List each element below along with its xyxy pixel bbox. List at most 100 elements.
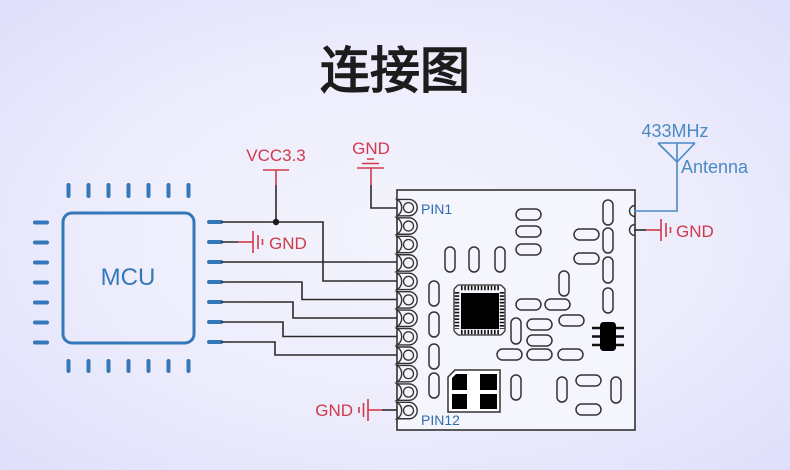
wire-mcu7-to-module9 [221,341,397,356]
passive-component [544,298,571,311]
module-pin-hole [402,201,415,214]
passive-component [444,246,456,273]
mcu-chip: MCU [33,183,223,373]
main-ic [453,284,506,336]
module-pin-hole [402,238,415,251]
ground-symbol-icon [252,231,264,253]
gnd-label: GND [315,401,353,420]
passive-component [558,270,570,297]
passive-component [428,343,440,370]
module-pin-hole [402,331,415,343]
passive-component [496,348,523,361]
passive-component [526,318,553,331]
passive-component [602,287,614,314]
gnd-rf-ground: GND [634,219,714,241]
module-pin-hole [402,220,415,232]
gnd-module-pin1: GND [352,139,397,209]
passive-component [602,199,614,226]
passive-component [510,374,522,401]
ground-symbol-icon [358,399,369,421]
page-title: 连接图 [320,42,470,100]
module-pin [394,346,418,365]
module-pin [394,290,418,309]
module-pin [394,254,418,272]
module-pin-hole [402,349,415,361]
mcu-pins [33,183,223,373]
junction-dot [272,218,280,226]
small-ic-body [600,322,616,351]
passive-component [610,376,622,404]
antenna-net: 433MHz Antenna [634,121,749,212]
passive-component [556,376,568,403]
module-pin-hole [402,386,415,398]
vcc-net: VCC3.3 [246,146,306,226]
module-pin [394,235,418,254]
module-pin [394,401,418,420]
passive-component [573,228,600,241]
passive-component [515,298,542,311]
wire-mcu5-to-module7 [221,301,397,319]
pin1-label: PIN1 [421,201,452,217]
gnd-label: GND [269,234,307,253]
module-pin [394,364,418,383]
pin12-label: PIN12 [421,412,460,428]
passive-component [573,252,600,265]
crystal-pad [452,394,467,409]
module-pin [394,327,418,346]
passive-component [468,246,480,273]
module-pin [394,272,418,291]
module-pin [394,198,418,217]
module-pin [394,217,418,235]
passive-component [515,225,542,238]
wire-mcu6-to-module8 [221,321,397,338]
module-outline [396,189,636,431]
small-ic-pins [592,326,624,347]
passive-component [515,243,542,256]
gnd-wire [370,185,397,209]
rf-pad [628,204,636,218]
crystal-pad [480,374,497,390]
passive-component [494,246,506,273]
module-pin-hole [402,294,415,306]
passive-component [526,348,553,361]
passive-component [428,280,440,307]
passive-component [602,227,614,254]
mcu-label: MCU [101,264,156,291]
rf-ground-pad [628,223,636,237]
module-pin-hole [402,257,415,269]
passive-component [602,256,614,284]
passive-component [558,314,585,327]
gnd-label: GND [352,139,390,158]
passive-component [557,348,584,361]
passive-component [515,208,542,221]
passive-component [428,372,440,399]
module-pin-hole [402,367,415,380]
ground-symbol-icon [660,219,672,241]
mcu-body [61,211,196,345]
crystal [447,369,501,413]
wire-mcu1-to-module5 [221,221,397,282]
module-pin-hole [402,312,415,324]
module-pin [394,309,418,328]
passive-component [510,317,522,345]
ic-frame [453,284,506,336]
passive-component [526,334,553,347]
module-pin-hole [402,404,415,417]
ic-body [461,293,499,329]
antenna-label: Antenna [681,157,749,177]
wire-mcu4-to-module6 [221,281,397,301]
ground-symbol-icon [357,158,384,169]
antenna-icon [657,142,696,164]
crystal-pad [480,394,497,409]
gnd-module-pin12: GND [315,399,397,421]
vcc-label: VCC3.3 [246,146,306,165]
gnd-mcu-pin2: GND [221,231,307,253]
passive-component [575,403,602,416]
module-pin-hole [402,275,415,288]
mcu-wires [221,221,397,356]
crystal-pad [452,374,467,390]
passive-components [428,199,622,416]
antenna-frequency-label: 433MHz [641,121,708,141]
antenna-wire [634,143,678,212]
module-pins [394,198,418,420]
